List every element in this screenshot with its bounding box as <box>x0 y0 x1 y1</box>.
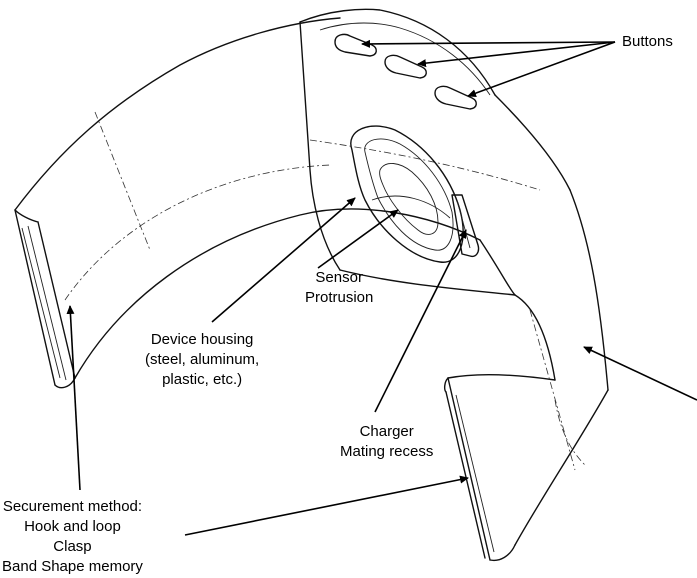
label-sensor-line2: Protrusion <box>305 288 373 308</box>
button-3 <box>435 86 476 109</box>
label-securement: Securement method: Hook and loop Clasp B… <box>2 497 143 577</box>
arrow-band-right <box>584 347 697 400</box>
label-securement-line2: Hook and loop <box>2 517 143 537</box>
label-housing: Device housing (steel, aluminum, plastic… <box>145 330 259 390</box>
label-charger-line2: Mating recess <box>340 442 433 462</box>
label-housing-line1: Device housing <box>145 330 259 350</box>
label-charger-line1: Charger <box>340 422 433 442</box>
label-securement-line1: Securement method: <box>2 497 143 517</box>
label-sensor-line1: Sensor <box>305 268 373 288</box>
charger-recess <box>452 195 479 256</box>
label-sensor: Sensor Protrusion <box>305 268 373 308</box>
label-securement-line4: Band Shape memory <box>2 557 143 577</box>
label-housing-line2: (steel, aluminum, <box>145 350 259 370</box>
label-buttons-text: Buttons <box>622 32 673 52</box>
arrow-securement-left <box>70 306 80 490</box>
label-buttons: Buttons <box>622 32 673 52</box>
button-2 <box>385 55 426 78</box>
arrow-buttons-1 <box>362 42 615 44</box>
sensor-protrusion <box>351 126 463 262</box>
label-housing-line3: plastic, etc.) <box>145 370 259 390</box>
arrow-charger <box>375 230 466 412</box>
button-1 <box>335 34 376 56</box>
arrow-securement-right <box>185 478 468 535</box>
label-charger: Charger Mating recess <box>340 422 433 462</box>
label-securement-line3: Clasp <box>2 537 143 557</box>
